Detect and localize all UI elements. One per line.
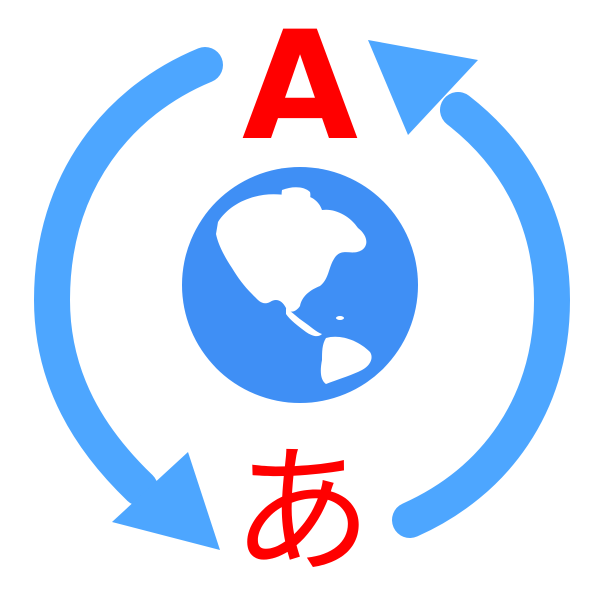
target-letter: あ [232,431,372,594]
left-arrow-head [112,452,220,550]
left-arrow-icon [33,47,223,550]
island-shape [303,237,309,243]
right-arrow-arc [392,92,571,538]
source-letter: A [242,0,358,174]
left-arrow-arc [33,47,223,506]
north-america-shape [216,194,367,312]
central-america-shape [286,308,322,337]
south-america-shape [320,336,372,384]
greenland-shape [281,187,311,210]
island-shape [336,316,344,320]
right-arrow-icon [368,40,571,538]
globe-icon [182,167,418,403]
right-arrow-head [368,40,478,135]
island-shape [309,218,319,226]
